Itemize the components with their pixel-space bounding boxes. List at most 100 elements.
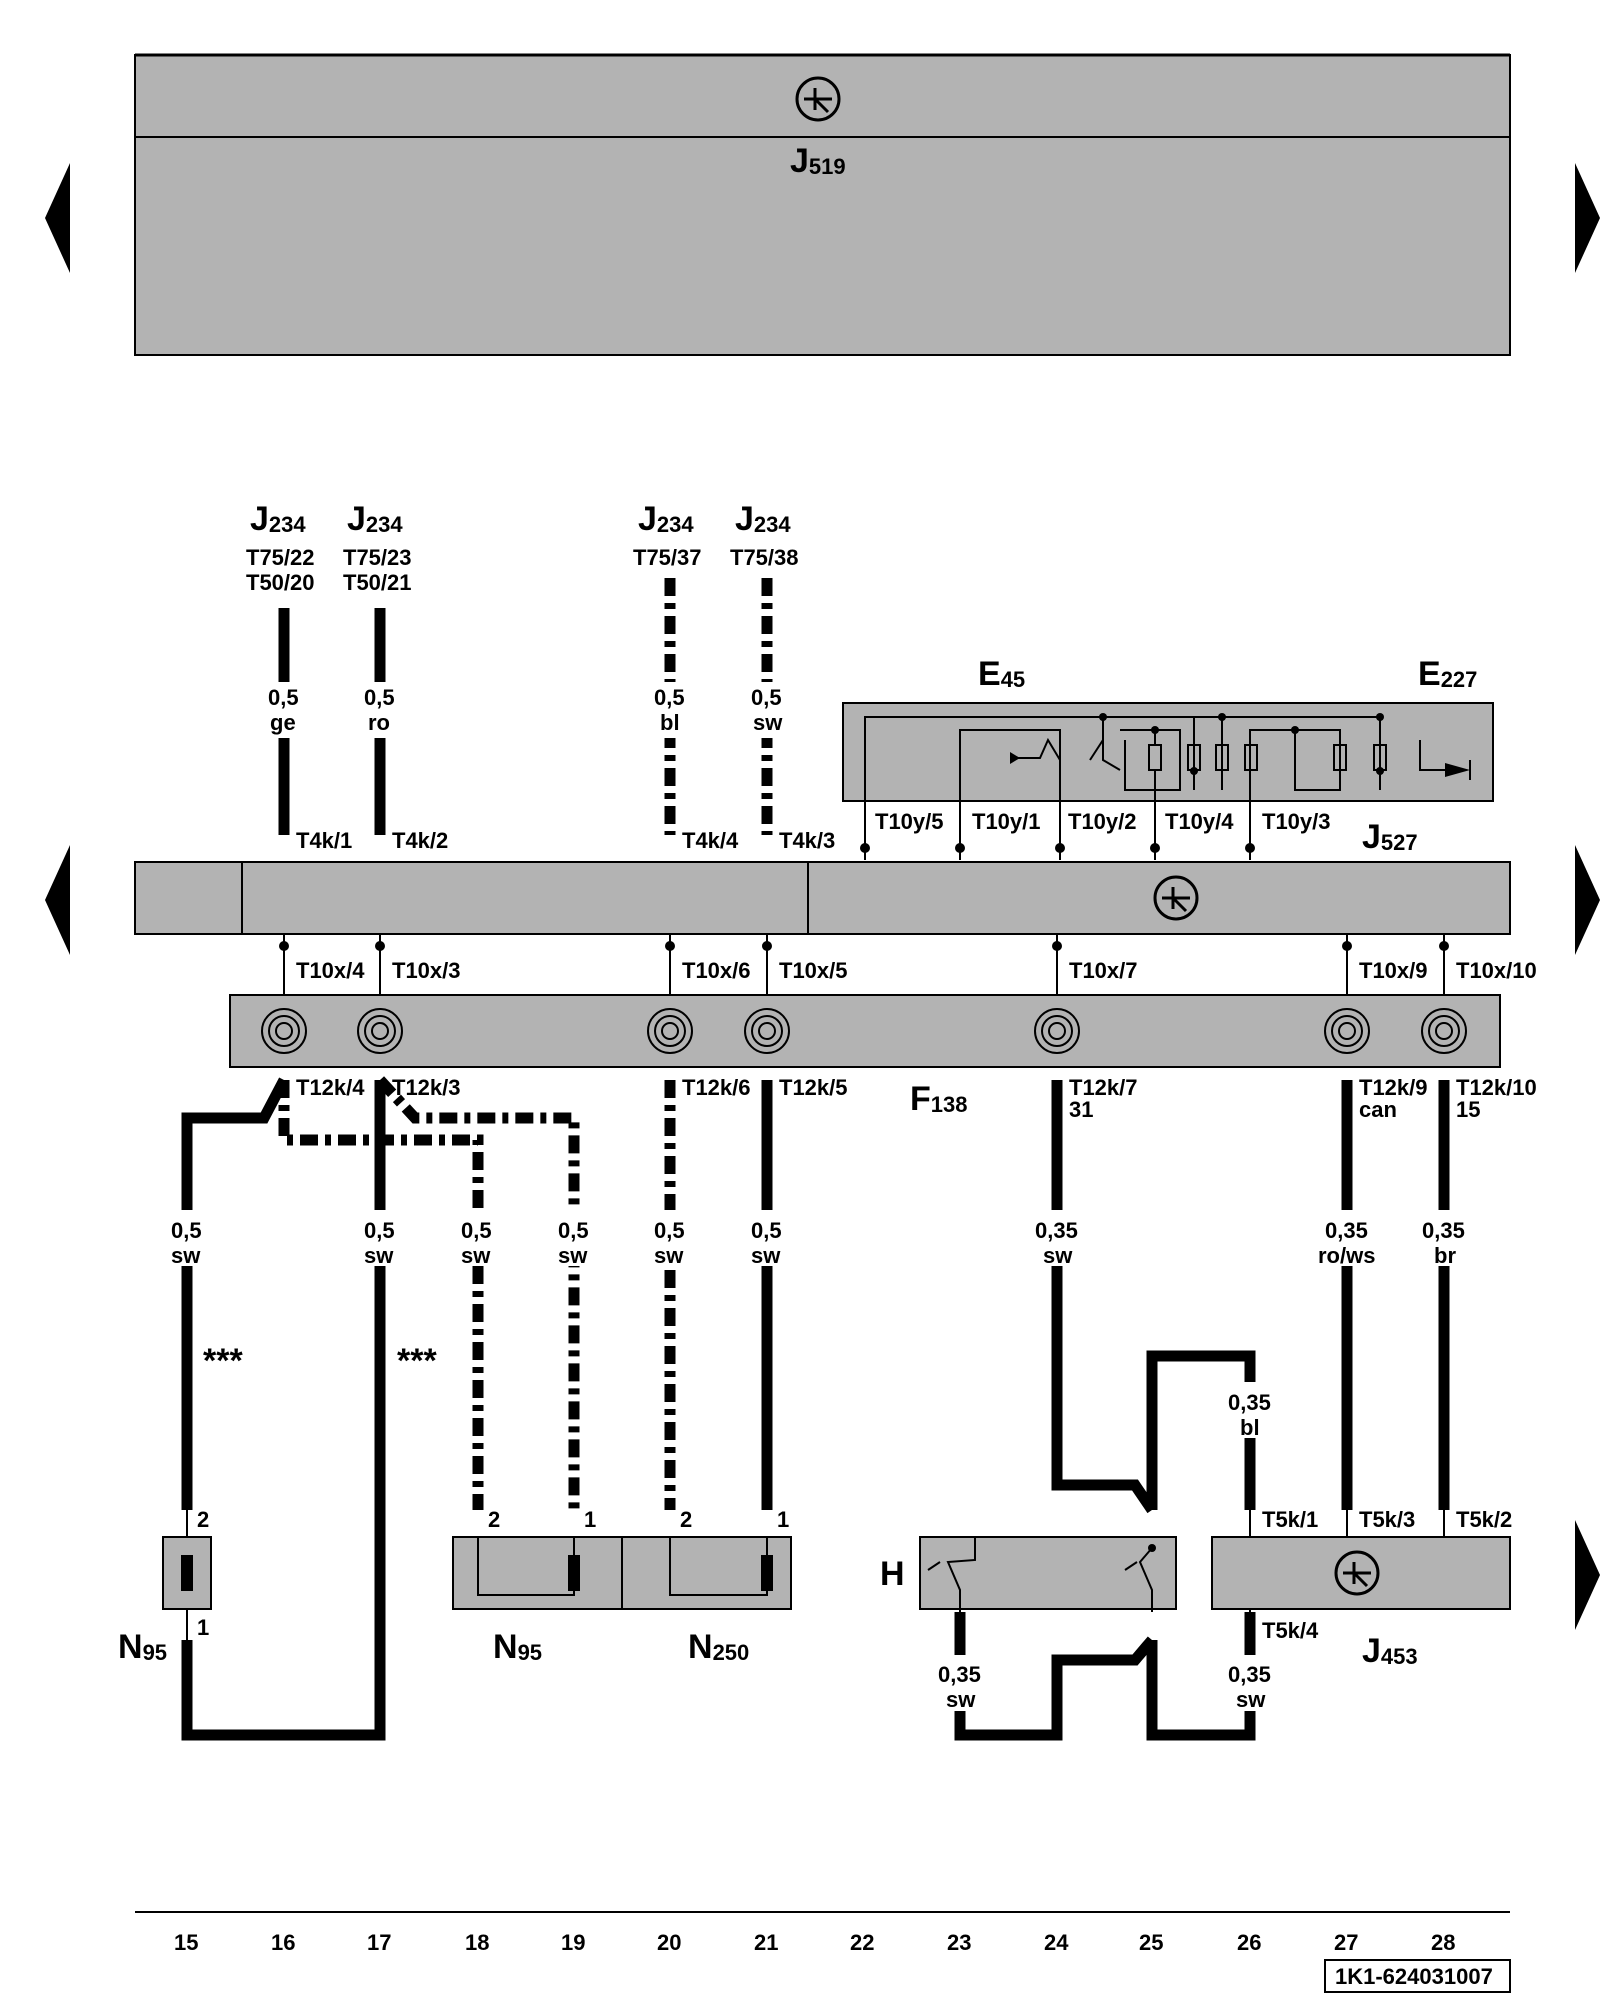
nav-arrow-right-top[interactable] (1575, 163, 1600, 273)
wire-size: 0,5 (268, 685, 299, 710)
wire-color: ro (368, 710, 390, 735)
svg-text:0,35: 0,35 (938, 1662, 981, 1687)
f138-airbag-coil-connector: F138 T12k/4 T12k/3 T12k/6 T12k/5 T12k/7 … (229, 994, 1537, 1122)
n250-label: N250 (688, 1628, 749, 1666)
e45-e227-switch-unit: E45 E227 (842, 655, 1494, 802)
column-number: 22 (850, 1930, 874, 1955)
j234-label-4: J234 (735, 500, 791, 538)
connector-label: T75/22 (246, 545, 315, 570)
nav-arrow-right-middle[interactable] (1575, 845, 1600, 955)
svg-text:1: 1 (777, 1507, 789, 1532)
j527-steering-column-module: J527 T4k/1 T4k/2 T4k/4 T4k/3 (134, 818, 1511, 935)
j234-labels: J234 J234 J234 J234 T75/22 T50/20 T75/23… (246, 500, 799, 595)
column-number: 26 (1237, 1930, 1261, 1955)
column-number: 21 (754, 1930, 778, 1955)
svg-text:2: 2 (680, 1507, 692, 1532)
svg-text:0,5: 0,5 (171, 1218, 202, 1243)
pin-label: 15 (1456, 1097, 1480, 1122)
n95-n250-valves: 2 1 2 1 N95 N250 (452, 1507, 792, 1666)
column-number: 16 (271, 1930, 295, 1955)
svg-text:sw: sw (364, 1243, 394, 1268)
pin-label: T12k/4 (296, 1075, 365, 1100)
svg-text:0,5: 0,5 (364, 1218, 395, 1243)
wire-size: 0,5 (751, 685, 782, 710)
j527-f138-links: T10x/4 T10x/3 T10x/6 T10x/5 T10x/7 T10x/… (279, 934, 1537, 1000)
pin-label: T10x/5 (779, 958, 848, 983)
electronic-symbol-icon (795, 76, 841, 122)
pin-label: T12k/10 (1456, 1075, 1537, 1100)
svg-text:0,35: 0,35 (1228, 1662, 1271, 1687)
column-number: 25 (1139, 1930, 1163, 1955)
svg-text:1K1-624031007: 1K1-624031007 (1335, 1964, 1493, 1989)
svg-text:sw: sw (1236, 1687, 1266, 1712)
pin-label: T12k/5 (779, 1075, 848, 1100)
svg-text:ro/ws: ro/ws (1318, 1243, 1375, 1268)
svg-text:bl: bl (1240, 1415, 1260, 1440)
j519-control-unit: J519 (134, 53, 1511, 356)
svg-text:br: br (1434, 1243, 1456, 1268)
n95-valve-single: 2 1 N95 (118, 1507, 212, 1666)
pin-label: T12k/9 (1359, 1075, 1428, 1100)
j234-label-1: J234 (250, 500, 306, 538)
wire-size: 0,5 (654, 685, 685, 710)
column-number: 23 (947, 1930, 971, 1955)
connector-label: T75/38 (730, 545, 799, 570)
svg-text:0,35: 0,35 (1325, 1218, 1368, 1243)
n95-label: N95 (493, 1628, 542, 1666)
connector-label: T75/23 (343, 545, 412, 570)
column-number: 19 (561, 1930, 585, 1955)
svg-text:1: 1 (197, 1615, 209, 1640)
e227-label: E227 (1418, 655, 1477, 693)
connector-label: T50/21 (343, 570, 412, 595)
svg-text:2: 2 (488, 1507, 500, 1532)
pin-label: T4k/1 (296, 828, 352, 853)
svg-text:sw: sw (654, 1243, 684, 1268)
wire-color: ge (270, 710, 296, 735)
n95-label-single: N95 (118, 1628, 167, 1666)
h-horn-switch: H (880, 1536, 1177, 1612)
connector-label: T50/20 (246, 570, 315, 595)
pin-label: T10x/4 (296, 958, 365, 983)
pin-label: can (1359, 1097, 1397, 1122)
note-marker: *** (203, 1342, 243, 1380)
pin-label: T10x/6 (682, 958, 751, 983)
nav-arrow-right-bottom[interactable] (1575, 1520, 1600, 1630)
pin-label: T10y/3 (1262, 809, 1331, 834)
nav-arrow-left-top[interactable] (45, 163, 70, 273)
column-number: 18 (465, 1930, 489, 1955)
f138-label: F138 (910, 1080, 968, 1118)
pin-label: T10y/5 (875, 809, 944, 834)
svg-text:sw: sw (751, 1243, 781, 1268)
pin-label: T10x/9 (1359, 958, 1428, 983)
column-number: 20 (657, 1930, 681, 1955)
top-wires: 0,5 ge 0,5 ro 0,5 bl 0,5 sw (262, 578, 791, 835)
wire-size: 0,5 (364, 685, 395, 710)
j453-multifunction-steering-module: J453 T5k/1 T5k/3 T5k/2 T5k/4 (1211, 1507, 1512, 1670)
e45-connections: T10y/5 T10y/1 T10y/2 T10y/4 T10y/3 (860, 801, 1331, 860)
column-number: 15 (174, 1930, 198, 1955)
connector-label: T75/37 (633, 545, 702, 570)
pin-label: T4k/3 (779, 828, 835, 853)
svg-text:sw: sw (461, 1243, 491, 1268)
svg-text:T5k/3: T5k/3 (1359, 1507, 1415, 1532)
nav-arrow-left-middle[interactable] (45, 845, 70, 955)
h-label: H (880, 1555, 905, 1593)
svg-text:0,35: 0,35 (1422, 1218, 1465, 1243)
pin-label: T10y/1 (972, 809, 1041, 834)
svg-text:0,5: 0,5 (558, 1218, 589, 1243)
bottom-wire-labels: 0,35 sw 0,35 sw (935, 1655, 1281, 1712)
pin-label: T12k/3 (392, 1075, 461, 1100)
pin-label: T12k/6 (682, 1075, 751, 1100)
pin-label: T10x/7 (1069, 958, 1138, 983)
column-number: 17 (367, 1930, 391, 1955)
svg-text:0,5: 0,5 (654, 1218, 685, 1243)
svg-text:sw: sw (1043, 1243, 1073, 1268)
wire-color: sw (753, 710, 783, 735)
pin-label: T4k/4 (682, 828, 739, 853)
j453-label: J453 (1362, 1632, 1418, 1670)
pin-label: T10y/2 (1068, 809, 1137, 834)
e45-label: E45 (978, 655, 1025, 693)
document-id: 1K1-624031007 (1324, 1959, 1511, 1993)
